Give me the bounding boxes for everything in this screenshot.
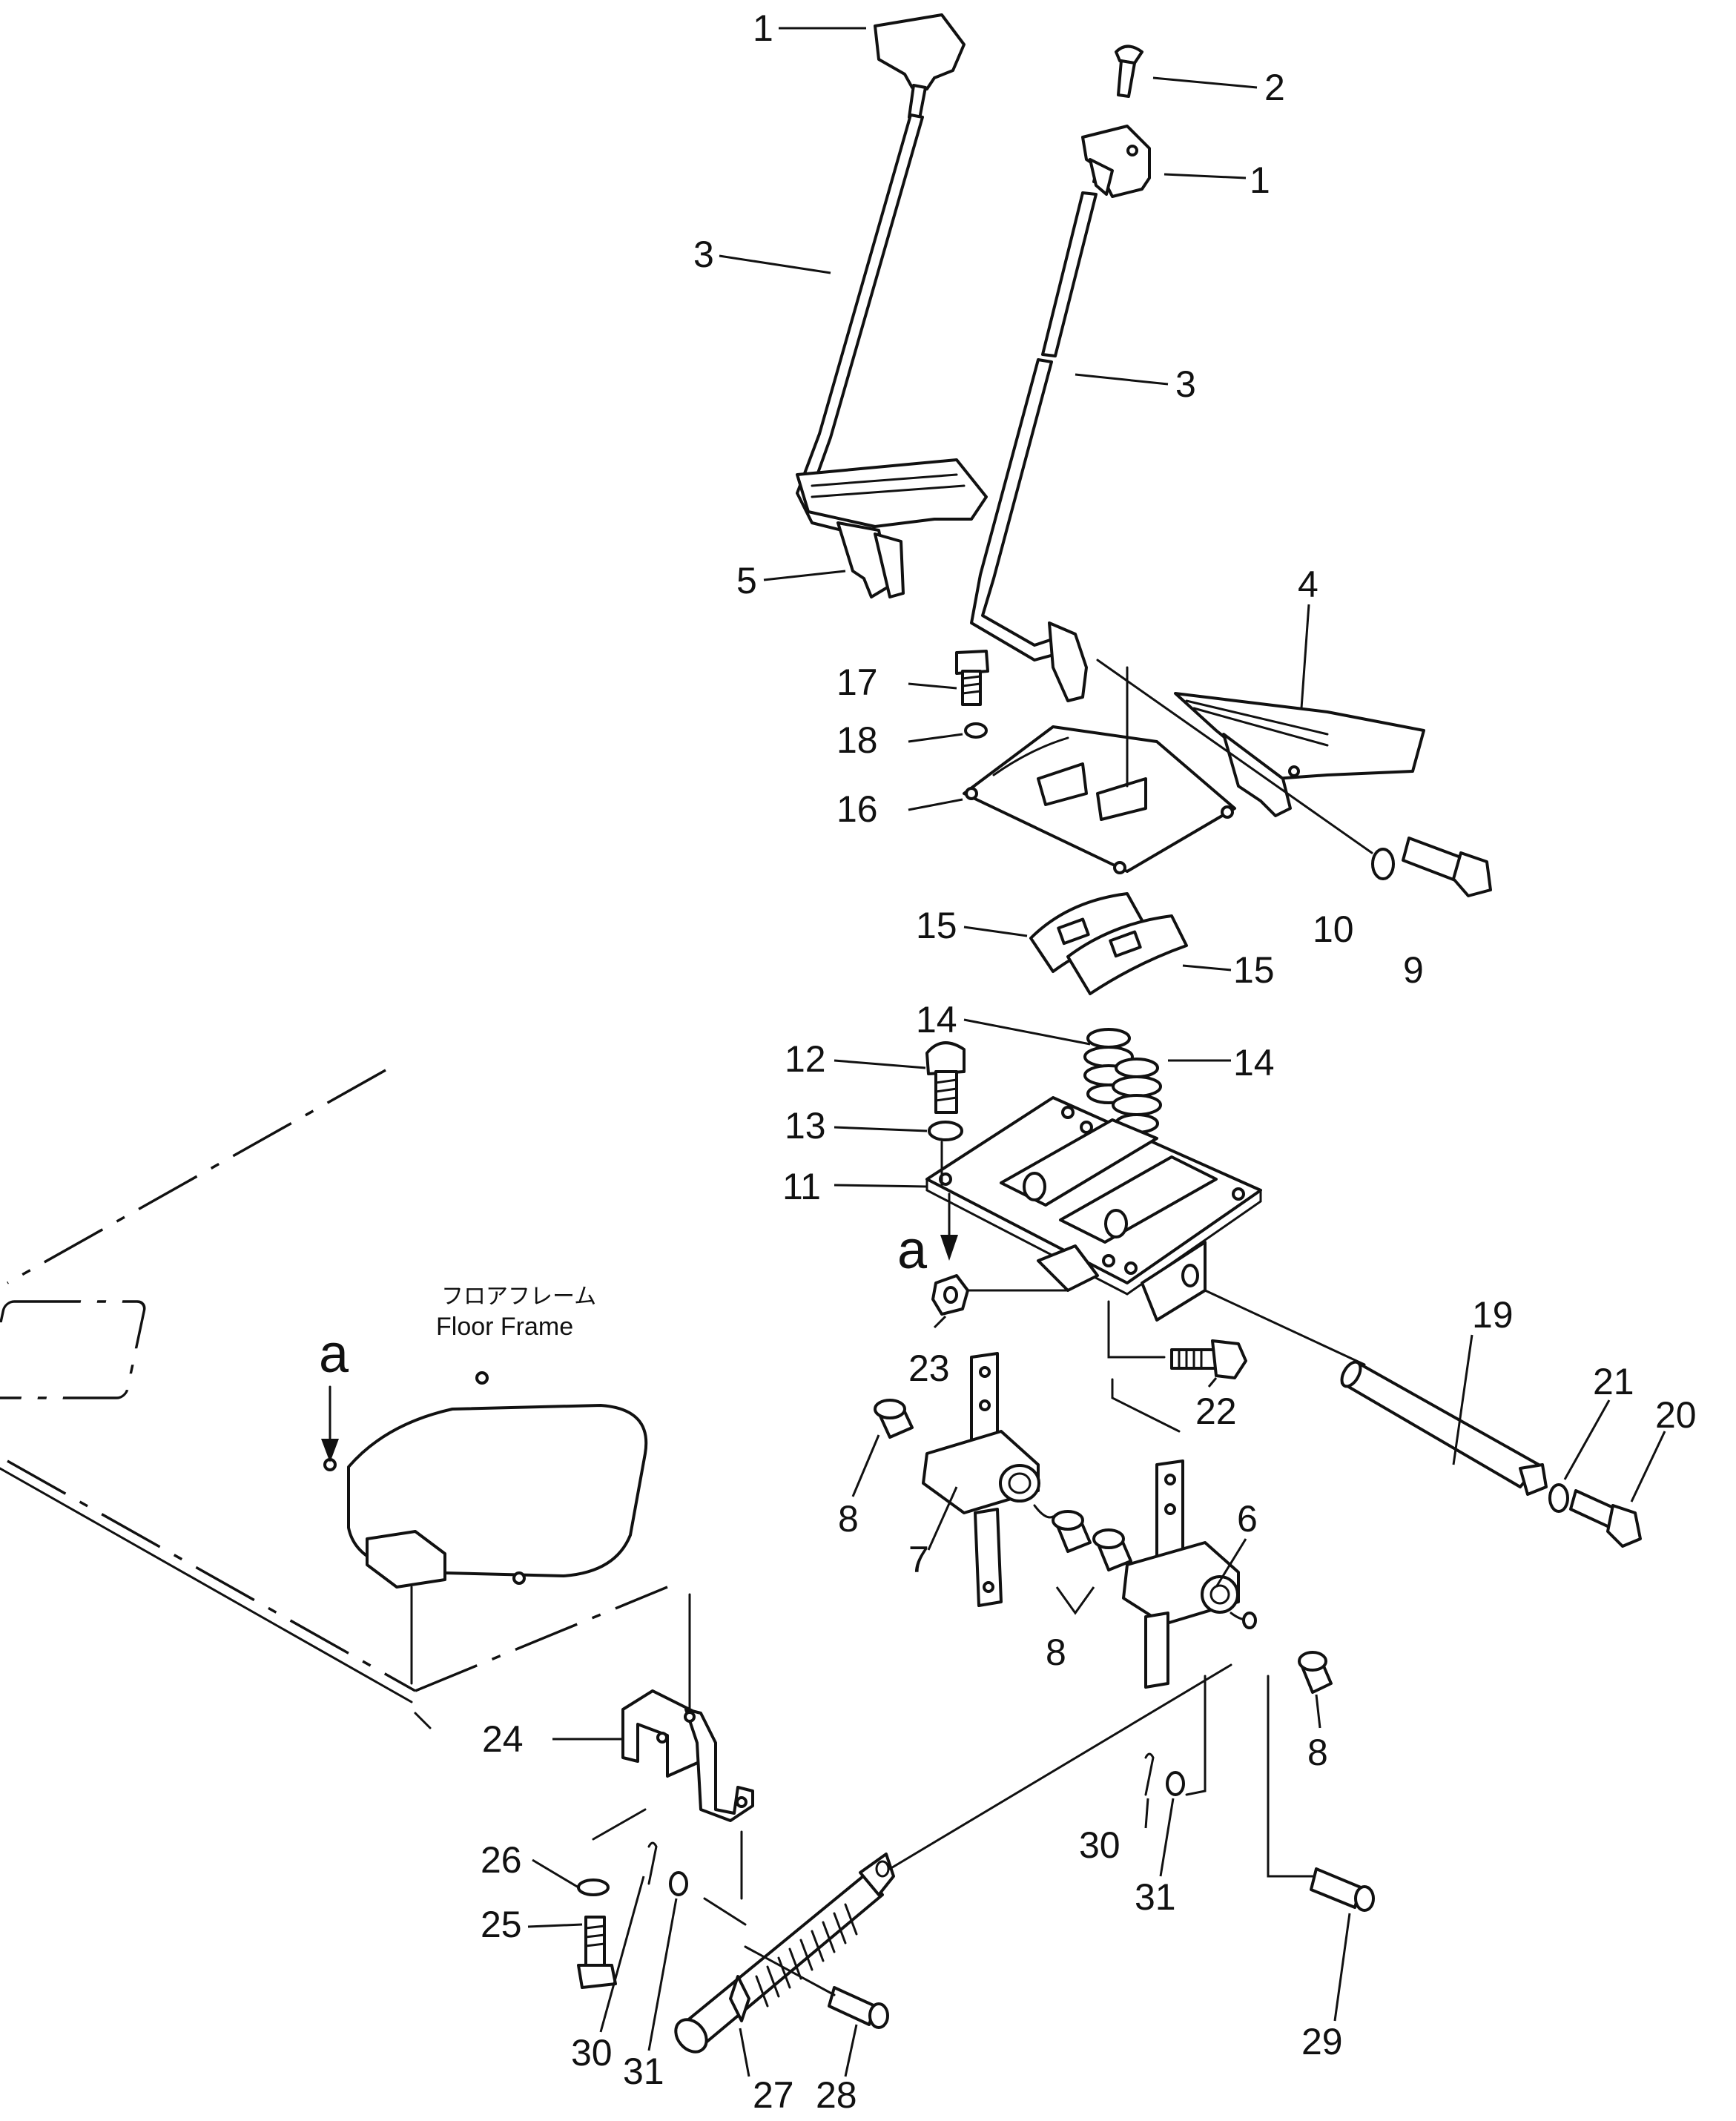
washer-26 — [577, 1878, 610, 1896]
callout-8-middle: 8 — [1046, 1632, 1066, 1673]
callout-31-right: 31 — [1135, 1876, 1176, 1918]
callout-10: 10 — [1313, 908, 1354, 950]
callout-11: 11 — [782, 1166, 821, 1207]
nut-23 — [931, 1274, 1069, 1316]
bolt-25 — [577, 1808, 647, 1989]
callout-8-left: 8 — [838, 1498, 859, 1540]
washer-31-right — [1166, 1771, 1185, 1796]
callout-3-right: 3 — [1175, 363, 1196, 405]
pin-29 — [1267, 1675, 1375, 1912]
callout-8-right: 8 — [1307, 1732, 1328, 1773]
callout-30-right: 30 — [1079, 1824, 1121, 1866]
callout-7: 7 — [908, 1539, 929, 1580]
callout-21: 21 — [1593, 1361, 1634, 1402]
bolt-20 — [1569, 1489, 1642, 1548]
callout-5: 5 — [736, 560, 757, 601]
view-marker-label-a-floor: a — [319, 1325, 349, 1384]
washer-21 — [1548, 1483, 1569, 1513]
view-marker-label-a: a — [897, 1221, 928, 1280]
spring-14-right — [1112, 1058, 1162, 1134]
cotter-pin-30-right — [1144, 1752, 1155, 1796]
bolt-22 — [1170, 1339, 1247, 1379]
callout-24: 24 — [482, 1718, 524, 1760]
callout-leaders — [527, 27, 1666, 2077]
bolt-2 — [1115, 44, 1143, 98]
lever-5-bracket — [796, 458, 988, 598]
callout-17: 17 — [836, 662, 878, 703]
callout-15-left: 15 — [916, 905, 957, 946]
pedal-4 — [1048, 621, 1425, 817]
callout-26: 26 — [481, 1839, 522, 1881]
view-arrow-a — [321, 1193, 958, 1462]
callout-14-right: 14 — [1233, 1042, 1275, 1083]
callout-30-left: 30 — [571, 2032, 613, 2074]
washer-31-left — [669, 1871, 688, 1896]
callout-28: 28 — [816, 2074, 857, 2116]
callout-29: 29 — [1301, 2021, 1343, 2062]
lever-shaft-6 — [1122, 1459, 1257, 1689]
callout-15-right: 15 — [1233, 949, 1275, 991]
callout-14-left: 14 — [916, 999, 957, 1040]
cover-16 — [963, 666, 1236, 874]
pin-28 — [744, 1945, 889, 2029]
callout-19: 19 — [1472, 1294, 1514, 1336]
callout-27: 27 — [753, 2074, 794, 2116]
callout-20: 20 — [1655, 1394, 1697, 1436]
lever-right — [970, 125, 1151, 662]
bushing-8-middle — [1052, 1510, 1132, 1571]
rod-spring — [755, 1903, 858, 2008]
callout-18: 18 — [836, 719, 878, 761]
cotter-pin-30-left — [647, 1841, 658, 1885]
callout-12: 12 — [785, 1038, 826, 1080]
callout-9: 9 — [1403, 949, 1424, 991]
floor-frame-label-en: Floor Frame — [436, 1313, 573, 1341]
callout-23: 23 — [908, 1348, 950, 1389]
bolt-12 — [925, 1041, 966, 1114]
washer-10 — [1371, 848, 1395, 880]
bushing-8-right — [1298, 1651, 1333, 1694]
pin-19 — [1340, 1360, 1548, 1496]
bolt-17 — [955, 650, 989, 706]
callout-25: 25 — [481, 1904, 522, 1945]
plate-11 — [925, 1096, 1262, 1322]
callout-13: 13 — [785, 1105, 826, 1147]
callout-labels: 1 1 2 3 3 4 5 6 7 8 8 8 9 10 11 12 13 14… — [481, 7, 1697, 2116]
cap-15 — [1029, 892, 1188, 995]
bolt-9 — [1402, 837, 1492, 897]
washer-13 — [928, 1121, 963, 1141]
callout-31-left: 31 — [623, 2051, 664, 2092]
callout-1-left: 1 — [753, 7, 773, 49]
callout-4: 4 — [1298, 564, 1318, 605]
bushing-8-left — [874, 1399, 914, 1439]
callout-2: 2 — [1264, 67, 1285, 108]
floor-frame — [0, 1069, 691, 1729]
callout-22: 22 — [1195, 1391, 1237, 1432]
callout-3-left: 3 — [693, 234, 714, 275]
callout-1-right: 1 — [1250, 159, 1270, 201]
lever-shaft-7 — [922, 1352, 1055, 1607]
callout-6: 6 — [1237, 1498, 1258, 1540]
floor-frame-label-jp: フロアフレーム — [441, 1284, 596, 1310]
callout-16: 16 — [836, 788, 878, 830]
washer-18 — [964, 722, 988, 739]
bracket-24 — [621, 1689, 754, 1822]
lever-left — [796, 13, 966, 539]
rod-27 — [674, 1663, 1232, 2054]
